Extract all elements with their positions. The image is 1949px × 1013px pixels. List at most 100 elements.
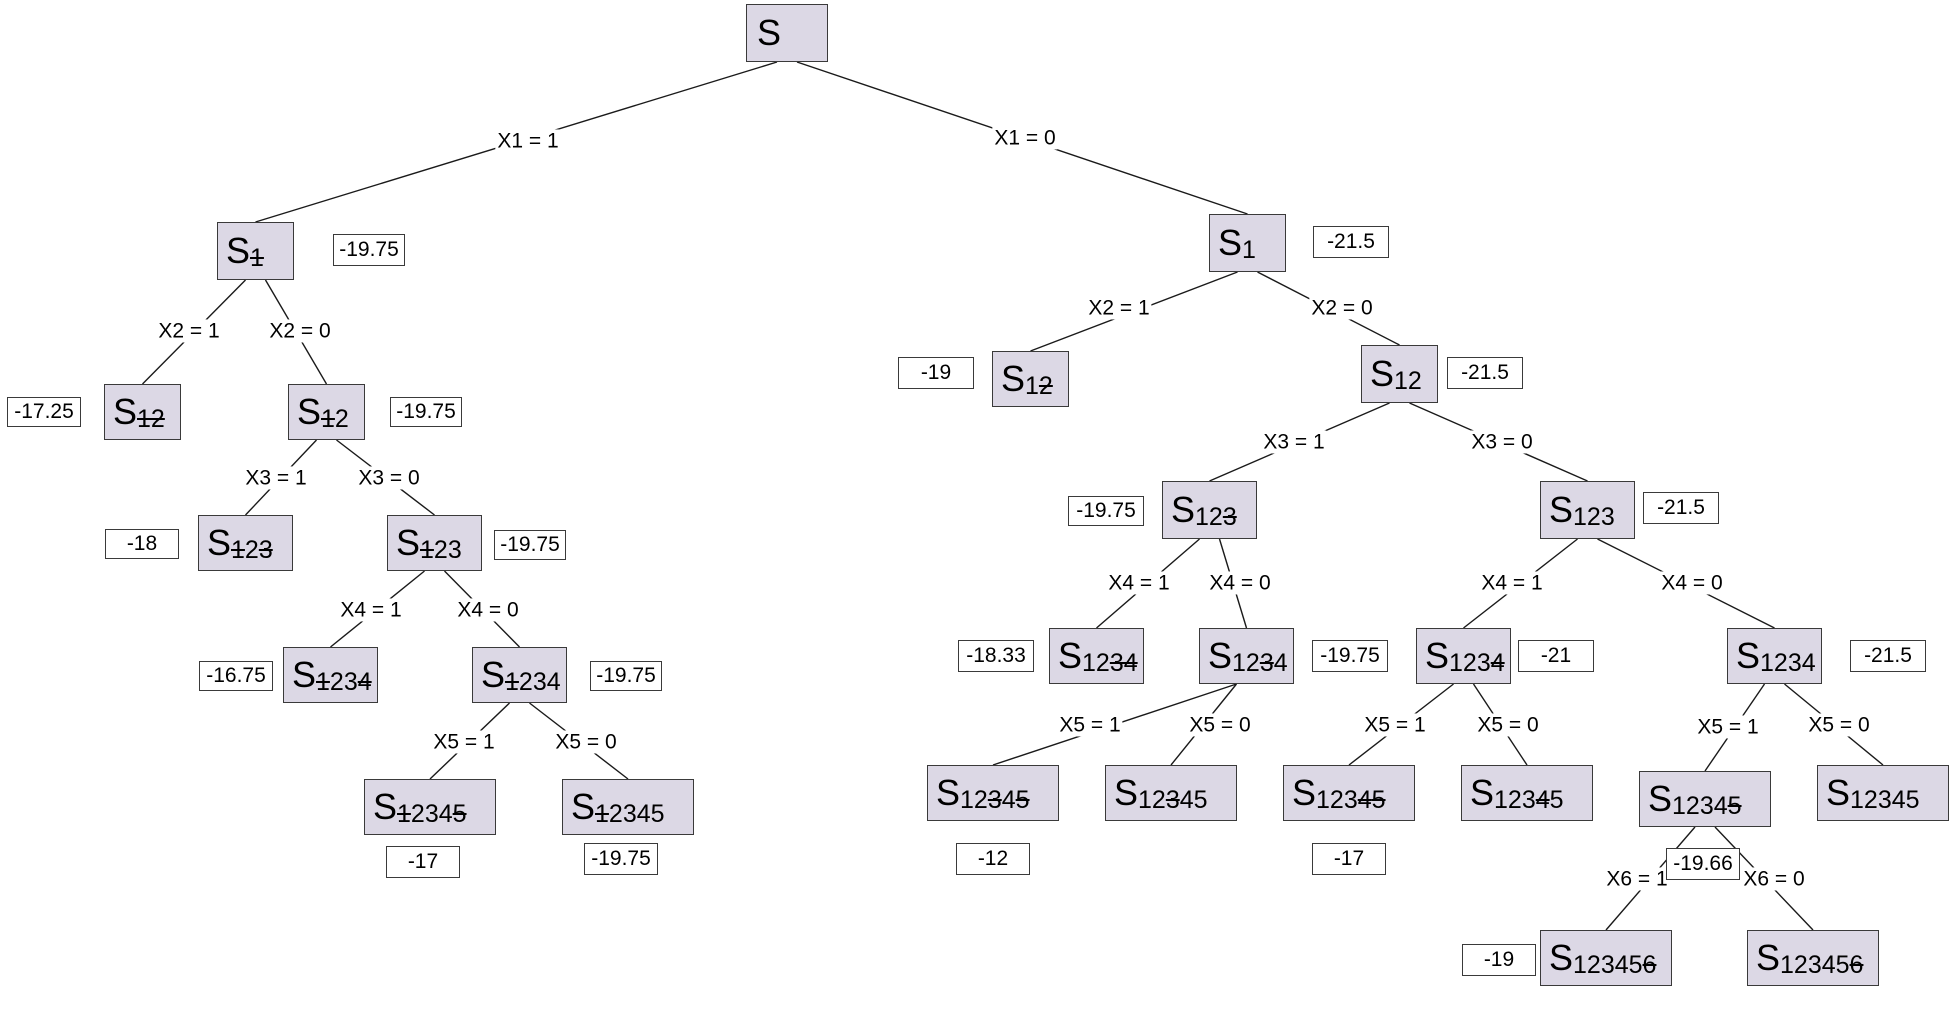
digits: 4 [1273,648,1288,677]
node-subscript: 123 [231,535,273,564]
node-subscript: 12345 [960,785,1030,814]
struck-digits: 1 [250,243,264,272]
node-value-RC: -19.75 [1068,496,1144,526]
node-symbol: S [207,522,232,563]
digits: 1 [1242,235,1256,264]
struck-digits: 5 [1015,785,1030,814]
struck-digits: 5 [452,799,467,828]
edge-label-R1-RB: X2 = 0 [1309,296,1375,320]
edge-label-LB0-LC0: X4 = 0 [455,598,521,622]
edge-label-RD1-RF1: X5 = 1 [1362,713,1428,737]
node-symbol: S [571,786,596,827]
digits: 123 [1449,648,1491,677]
node-subscript: 123 [1573,502,1615,531]
digits: 123 [1316,785,1358,814]
struck-digits: 3 [987,785,1002,814]
node-value-RC1: -18.33 [958,640,1034,672]
edge-label-L1-LA: X2 = 1 [156,319,222,343]
node-subscript: 12 [1025,373,1053,399]
edge-label-root-R1: X1 = 0 [992,126,1058,150]
struck-digits: 34 [1109,648,1138,677]
digits: 5 [1549,785,1564,814]
node-subscript: 12345 [1494,785,1564,814]
node-symbol: S [1001,358,1026,399]
node-symbol: S [1218,222,1243,263]
struck-digits: 5 [1371,785,1386,814]
edge-label-root-L1: X1 = 1 [495,129,561,153]
struck-digits: 12 [137,404,165,433]
struck-digits: 1 [397,799,411,828]
node-subscript: 12345 [1850,787,1920,813]
edge-label-RC-RC1: X4 = 1 [1106,571,1172,595]
edge-label-RC0-RE0: X5 = 0 [1187,713,1253,737]
node-subscript: 12345 [1138,785,1208,814]
node-symbol: S [1292,772,1317,813]
struck-digits: 3 [1222,502,1237,531]
digits: 123 [1573,502,1615,531]
node-subscript: 123 [1195,502,1237,531]
digits: 2 [433,535,448,564]
digits: 12 [1138,785,1166,814]
struck-digits: 4 [1357,785,1372,814]
struck-digits: 1 [505,667,519,696]
edge-label-RB-RC: X3 = 1 [1261,430,1327,454]
node-symbol: S [1470,772,1495,813]
digits: 234 [518,667,561,696]
node-subscript: 12345 [1316,785,1386,814]
struck-digits: 5 [1727,791,1742,820]
node-subscript: 1234 [316,669,372,695]
node-value-LB1: -18 [105,529,179,559]
digits: 2 [244,535,259,564]
node-value-RD0: -21.5 [1850,640,1926,672]
edge-label-RC-RC0: X4 = 0 [1207,571,1273,595]
digits: 234 [410,799,453,828]
node-subscript: 1234 [1082,648,1138,677]
digits: 123 [1494,785,1536,814]
edge-label-RD1-RF0: X5 = 0 [1475,713,1541,737]
node-subscript: 12345 [397,799,467,828]
node-symbol: S [1114,772,1139,813]
edge-label-L1-LB: X2 = 0 [267,319,333,343]
node-subscript: 1 [1242,235,1256,264]
edge-label-RD-RD1: X4 = 1 [1479,571,1545,595]
struck-digits: 1 [595,799,609,828]
tree-node-root: S [746,4,828,62]
node-value-LB0: -19.75 [494,530,566,560]
edge-label-RG1-RH1: X6 = 1 [1604,867,1670,891]
node-symbol: S [1171,489,1196,530]
edge-label-LC0-LD1: X5 = 1 [431,730,497,754]
digits: 12345 [1780,950,1850,979]
digits: 2 [334,404,349,433]
node-subscript: 123 [420,535,462,564]
node-symbol: S [936,772,961,813]
node-value-RB: -21.5 [1447,357,1523,389]
digits: 12345 [1573,950,1643,979]
node-subscript: 12 [137,404,165,433]
node-value-R1: -21.5 [1313,226,1389,258]
node-value-RG1: -19.66 [1666,848,1740,880]
struck-digits: 1 [420,535,434,564]
edge-label-RD-RD0: X4 = 0 [1659,571,1725,595]
struck-digits: 1 [231,535,245,564]
node-symbol: S [373,786,398,827]
struck-digits: 6 [1849,950,1864,979]
node-subscript: 123456 [1573,950,1656,979]
node-value-LD1: -17 [386,846,460,878]
edge-label-LB-LB1: X3 = 1 [243,466,309,490]
node-subscript: 1234 [1760,650,1816,676]
node-value-RC0: -19.75 [1312,640,1388,672]
node-subscript: 12345 [1672,791,1742,820]
node-value-L1: -19.75 [333,234,405,266]
node-symbol: S [1826,772,1851,813]
node-value-RH1: -19 [1462,944,1536,976]
digits: 12 [1394,366,1422,395]
